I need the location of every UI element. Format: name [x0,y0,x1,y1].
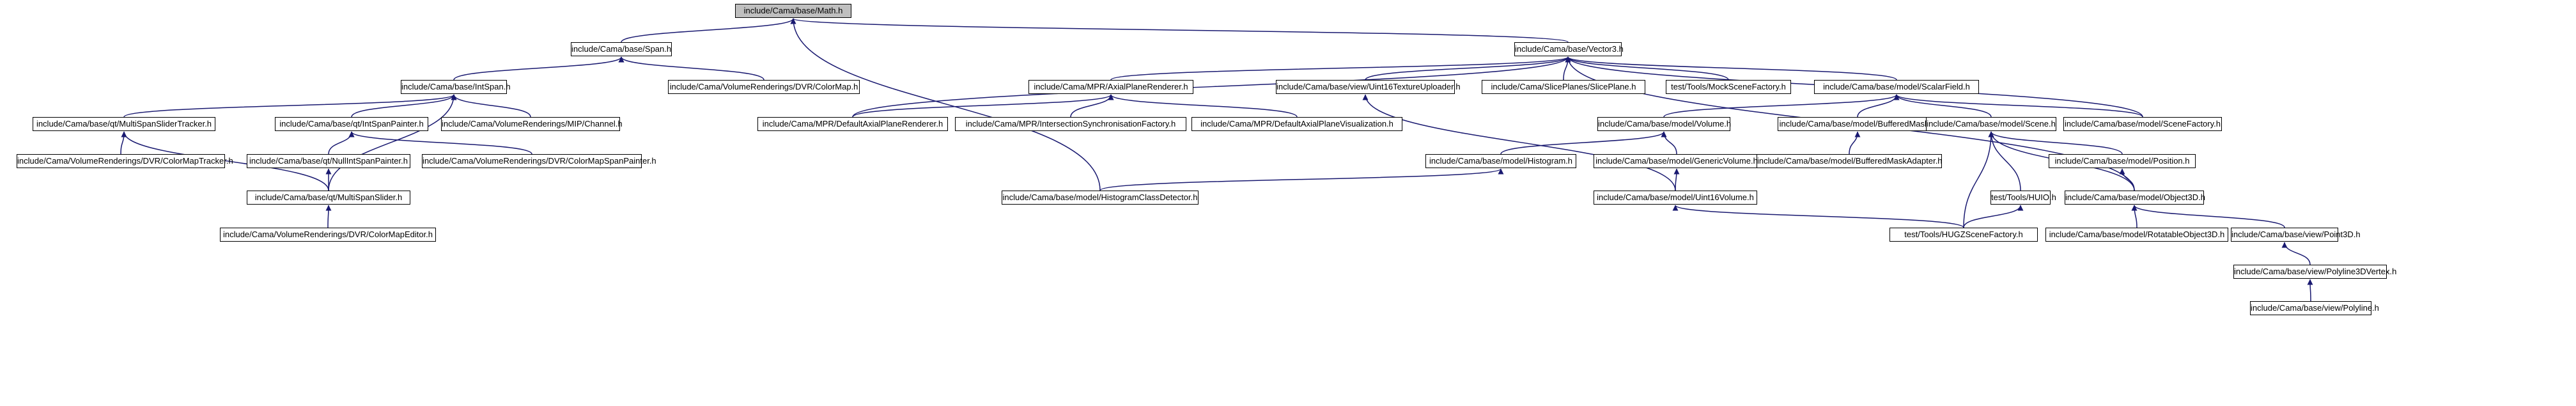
edge-nullintspanpainter-to-intspanpainter [328,131,355,155]
edge-defaultaxialviz-to-axialrenderer [1108,94,1298,118]
node-colormap[interactable]: include/Cama/VolumeRenderings/DVR/ColorM… [668,80,860,94]
edge-vector3-to-math [791,18,1569,43]
edge-span-to-math [621,18,796,43]
node-position[interactable]: include/Cama/base/model/Position.h [2049,154,2196,168]
edge-genericvolume-to-volume [1661,131,1677,155]
edge-uint16volume-to-uint16uploader [1362,94,1676,191]
node-mockscene[interactable]: test/Tools/MockSceneFactory.h [1666,80,1791,94]
node-mipchannel[interactable]: include/Cama/VolumeRenderings/MIP/Channe… [441,117,623,131]
edge-colormapeditor-to-multispanslider [325,205,332,228]
edge-mipchannel-to-intspan [451,94,531,118]
node-scalarfield[interactable]: include/Cama/base/model/ScalarField.h [1814,80,1979,94]
node-defaultaxialviz[interactable]: include/Cama/MPR/DefaultAxialPlaneVisual… [1191,117,1402,131]
edge-multispanslider-to-intspan [328,94,457,191]
edge-scenefactory-to-scalarfield [1893,94,2143,118]
node-defaultaxialrenderer[interactable]: include/Cama/MPR/DefaultAxialPlaneRender… [757,117,948,131]
edge-intspan-to-span [453,56,625,81]
edge-polyline-to-polyline3dvertex [2307,279,2313,302]
node-intspanpainter[interactable]: include/Cama/base/qt/IntSpanPainter.h [275,117,428,131]
node-uint16volume[interactable]: include/Cama/base/model/Uint16Volume.h [1594,191,1757,205]
edge-mockscene-to-vector3 [1565,56,1729,81]
node-volume[interactable]: include/Cama/base/model/Volume.h [1597,117,1731,131]
node-math: include/Cama/base/Math.h [735,4,851,18]
edge-uint16volume-to-genericvolume [1673,168,1680,191]
node-colormapeditor[interactable]: include/Cama/VolumeRenderings/DVR/ColorM… [220,228,436,242]
edge-rotatableobject3d-to-object3d [2131,205,2138,228]
edge-position-to-scene [1988,131,2123,155]
edge-hugzscene-to-scene [1963,131,1994,228]
edge-volume-to-scalarfield [1663,94,1900,118]
edge-scene-to-scalarfield [1893,94,1992,118]
node-sliceplane[interactable]: include/Cama/SlicePlanes/SlicePlane.h [1482,80,1645,94]
node-bufferedmaskadapter[interactable]: include/Cama/base/model/BufferedMaskAdap… [1757,154,1943,168]
node-point3d[interactable]: include/Cama/base/view/Point3D.h [2231,228,2361,242]
node-intspan[interactable]: include/Cama/base/IntSpan.h [401,80,511,94]
node-colormapspanpainter[interactable]: include/Cama/VolumeRenderings/DVR/ColorM… [422,154,656,168]
edge-defaultaxialrenderer-to-vector3 [852,56,1571,118]
node-rotatableobject3d[interactable]: include/Cama/base/model/RotatableObject3… [2045,228,2228,242]
node-span[interactable]: include/Cama/base/Span.h [571,42,672,56]
node-histogram[interactable]: include/Cama/base/model/Histogram.h [1425,154,1576,168]
edge-point3d-to-object3d [2131,205,2285,228]
edge-colormapspanpainter-to-intspanpainter [348,131,532,155]
node-scene[interactable]: include/Cama/base/model/Scene.h [1926,117,2056,131]
node-colormaptracker[interactable]: include/Cama/VolumeRenderings/DVR/ColorM… [17,154,233,168]
edge-colormap-to-span [618,56,764,81]
node-bufferedmask[interactable]: include/Cama/base/model/BufferedMask.h [1778,117,1937,131]
edge-bufferedmaskadapter-to-bufferedmask [1849,131,1861,155]
node-uint16uploader[interactable]: include/Cama/base/view/Uint16TextureUplo… [1276,80,1461,94]
edge-colormaptracker-to-multispantracker [120,131,127,155]
node-histogramclassdetector[interactable]: include/Cama/base/model/HistogramClassDe… [1002,191,1199,205]
node-hugzscene[interactable]: test/Tools/HUGZSceneFactory.h [1889,228,2038,242]
edge-polyline3dvertex-to-point3d [2281,242,2311,265]
edge-intspanpainter-to-intspan [351,94,457,118]
node-object3d[interactable]: include/Cama/base/model/Object3D.h [2065,191,2205,205]
edge-scalarfield-to-vector3 [1565,56,1897,81]
node-polyline3dvertex[interactable]: include/Cama/base/view/Polyline3DVertex.… [2233,265,2396,279]
edge-hugzscene-to-huio [1963,205,2024,228]
node-vector3[interactable]: include/Cama/base/Vector3.h [1514,42,1624,56]
edge-intersectionsync-to-axialrenderer [1070,94,1114,118]
node-multispantracker[interactable]: include/Cama/base/qt/MultiSpanSliderTrac… [33,117,215,131]
edge-uint16uploader-to-vector3 [1365,56,1571,81]
node-axialrenderer[interactable]: include/Cama/MPR/AxialPlaneRenderer.h [1028,80,1193,94]
edge-defaultaxialrenderer-to-axialrenderer [852,94,1114,118]
node-polyline[interactable]: include/Cama/base/view/Polyline.h [2250,301,2379,315]
edge-multispantracker-to-intspan [123,94,457,118]
edge-multispanslider-to-multispantracker [121,131,329,191]
edge-histogram-to-volume [1500,131,1667,155]
edge-axialrenderer-to-vector3 [1110,56,1571,81]
node-intersectionsync[interactable]: include/Cama/MPR/IntersectionSynchronisa… [955,117,1186,131]
edge-histogramclassdetector-to-math [790,18,1101,191]
node-huio[interactable]: test/Tools/HUIO.h [1990,191,2056,205]
node-scenefactory[interactable]: include/Cama/base/model/SceneFactory.h [2063,117,2222,131]
edge-object3d-to-position [2119,168,2135,191]
edge-hugzscene-to-uint16volume [1672,205,1964,228]
node-multispanslider[interactable]: include/Cama/base/qt/MultiSpanSlider.h [247,191,410,205]
node-nullintspanpainter[interactable]: include/Cama/base/qt/NullIntSpanPainter.… [247,154,410,168]
node-genericvolume[interactable]: include/Cama/base/model/GenericVolume.h [1594,154,1760,168]
edge-huio-to-scene [1988,131,2021,191]
edge-histogramclassdetector-to-histogram [1099,168,1504,191]
